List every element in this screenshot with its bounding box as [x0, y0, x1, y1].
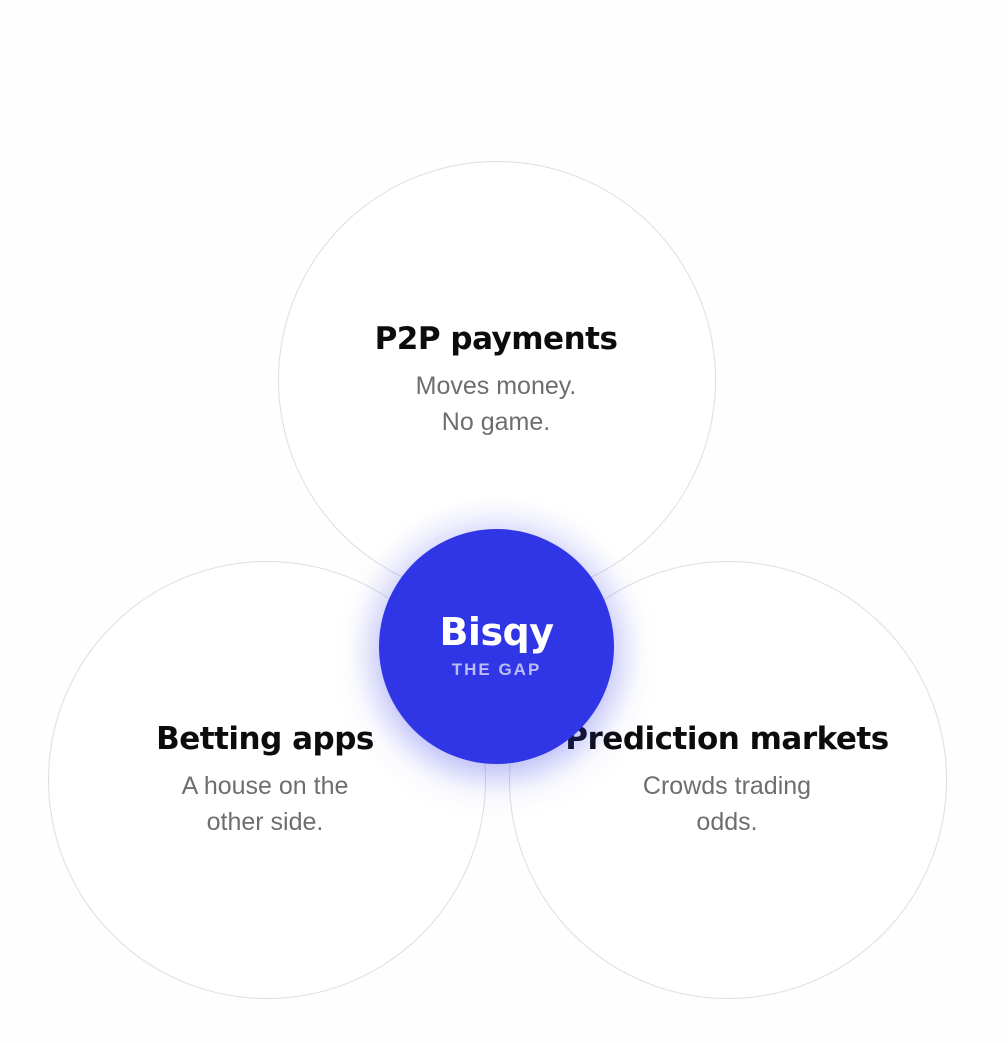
brand-name: Bisqy — [439, 609, 554, 654]
circle-title: Prediction markets — [565, 721, 889, 757]
center-circle-bisqy: Bisqy THE GAP — [379, 529, 614, 764]
label-prediction-markets: Prediction markets Crowds trading odds. — [565, 720, 889, 840]
label-p2p-payments: P2P payments Moves money. No game. — [375, 320, 618, 440]
circle-p2p-payments — [278, 161, 716, 599]
circle-title: Betting apps — [156, 721, 374, 757]
circle-description: Moves money. No game. — [415, 372, 577, 436]
circle-description: Crowds trading odds. — [642, 772, 812, 836]
label-betting-apps: Betting apps A house on the other side. — [156, 720, 374, 840]
circle-title: P2P payments — [374, 321, 618, 357]
center-tag: THE GAP — [451, 659, 542, 679]
circle-description: A house on the other side. — [181, 772, 349, 836]
